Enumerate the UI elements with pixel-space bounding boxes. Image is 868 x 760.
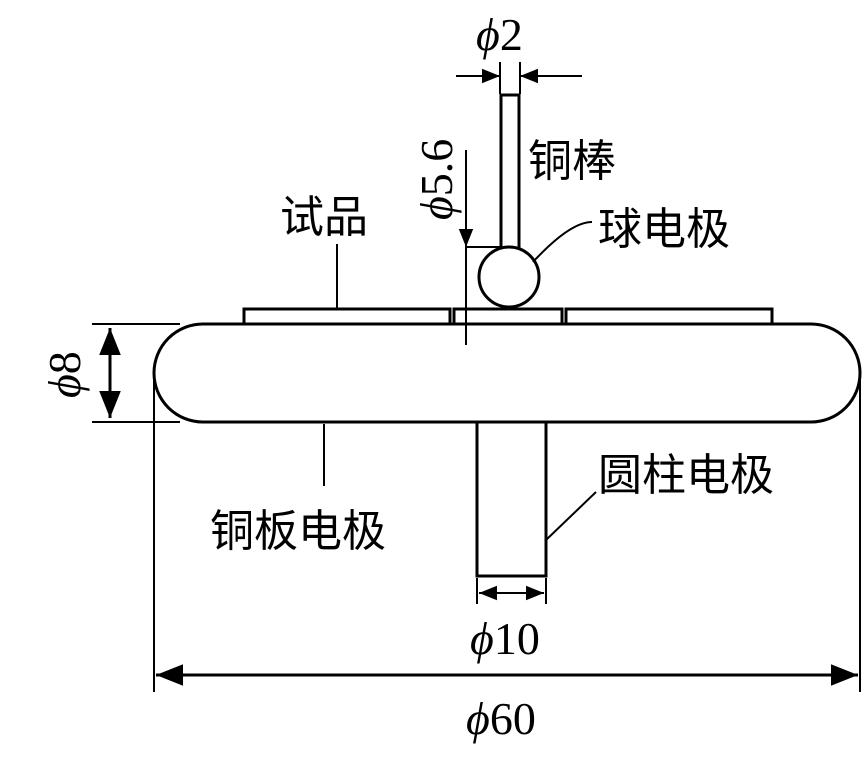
dim-label-rod: ϕ2 [476, 9, 523, 60]
label-ball-electrode: 球电极 [598, 204, 730, 255]
specimen-right [564, 307, 774, 326]
cylinder-electrode [475, 422, 548, 578]
leader-cylinder [545, 491, 597, 541]
dim-label-cylinder: ϕ10 [470, 613, 540, 664]
label-cylinder-electrode: 圆柱电极 [598, 450, 774, 501]
dim-label-ball: ϕ5.6 [411, 139, 462, 220]
dim-label-plate-thickness: ϕ8 [39, 351, 90, 398]
copper-plate-electrode [152, 322, 862, 424]
label-specimen: 试品 [280, 192, 368, 243]
ball-electrode [477, 245, 541, 309]
label-copper-rod: 铜棒 [528, 136, 616, 187]
label-copper-plate-electrode: 铜板电极 [210, 506, 386, 557]
leader-ball [532, 221, 593, 263]
dim-label-plate-diameter: ϕ60 [466, 693, 536, 744]
copper-rod [499, 93, 521, 257]
specimen-center [452, 307, 564, 326]
specimen-left [242, 307, 452, 326]
